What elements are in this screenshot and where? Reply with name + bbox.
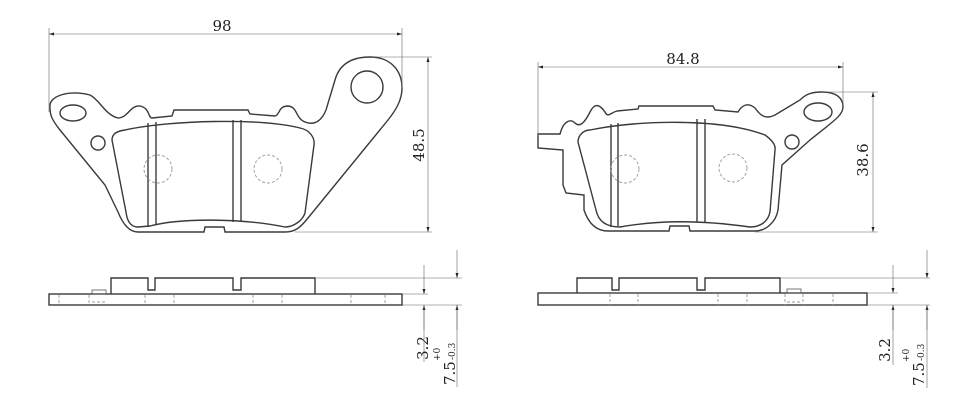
right-side-friction — [576, 277, 781, 293]
left-dimensions: 98 48.5 — [48, 17, 432, 233]
right-hidden-circle — [610, 154, 640, 184]
right-pad-front-view — [537, 91, 844, 232]
left-mount-hole — [350, 70, 384, 104]
left-height-label: 48.5 — [410, 128, 428, 161]
left-width-label: 98 — [212, 17, 231, 35]
left-pad-front-view — [49, 56, 403, 233]
right-hidden-circle — [718, 153, 748, 183]
left-total-thickness-label: 7.5 — [441, 361, 459, 385]
right-height-label: 38.6 — [854, 143, 872, 176]
right-pad-side-view: 3.2 7.5 +0 -0.3 — [537, 250, 930, 388]
left-tolerance-lower: -0.3 — [448, 342, 458, 360]
right-side-backing-plate — [537, 292, 868, 306]
right-mount-slot — [803, 102, 833, 122]
left-side-tab — [91, 289, 107, 295]
left-tolerance-upper: +0 — [433, 347, 443, 361]
left-hidden-circle — [143, 154, 173, 184]
right-friction-material — [577, 121, 776, 228]
left-mount-slot — [59, 104, 87, 122]
left-hidden-circle — [253, 154, 283, 184]
left-backing-plate — [49, 56, 403, 233]
right-backing-plate — [537, 91, 844, 232]
right-backing-thickness-label: 3.2 — [876, 338, 894, 362]
left-pad-side-view: 3.2 7.5 +0 -0.3 — [48, 250, 462, 387]
left-side-friction — [110, 277, 316, 294]
left-backing-thickness-label: 3.2 — [414, 336, 432, 360]
right-total-thickness-label: 7.5 — [910, 362, 928, 386]
left-side-backing-plate — [48, 293, 403, 306]
right-small-hole — [784, 134, 800, 150]
left-small-hole — [90, 135, 106, 151]
right-tolerance-upper: +0 — [902, 348, 912, 362]
right-dimensions: 84.8 38.6 — [537, 50, 878, 233]
right-tolerance-lower: -0.3 — [917, 343, 927, 361]
left-friction-material — [111, 120, 315, 228]
right-width-label: 84.8 — [666, 50, 699, 68]
right-side-tab — [786, 288, 802, 294]
